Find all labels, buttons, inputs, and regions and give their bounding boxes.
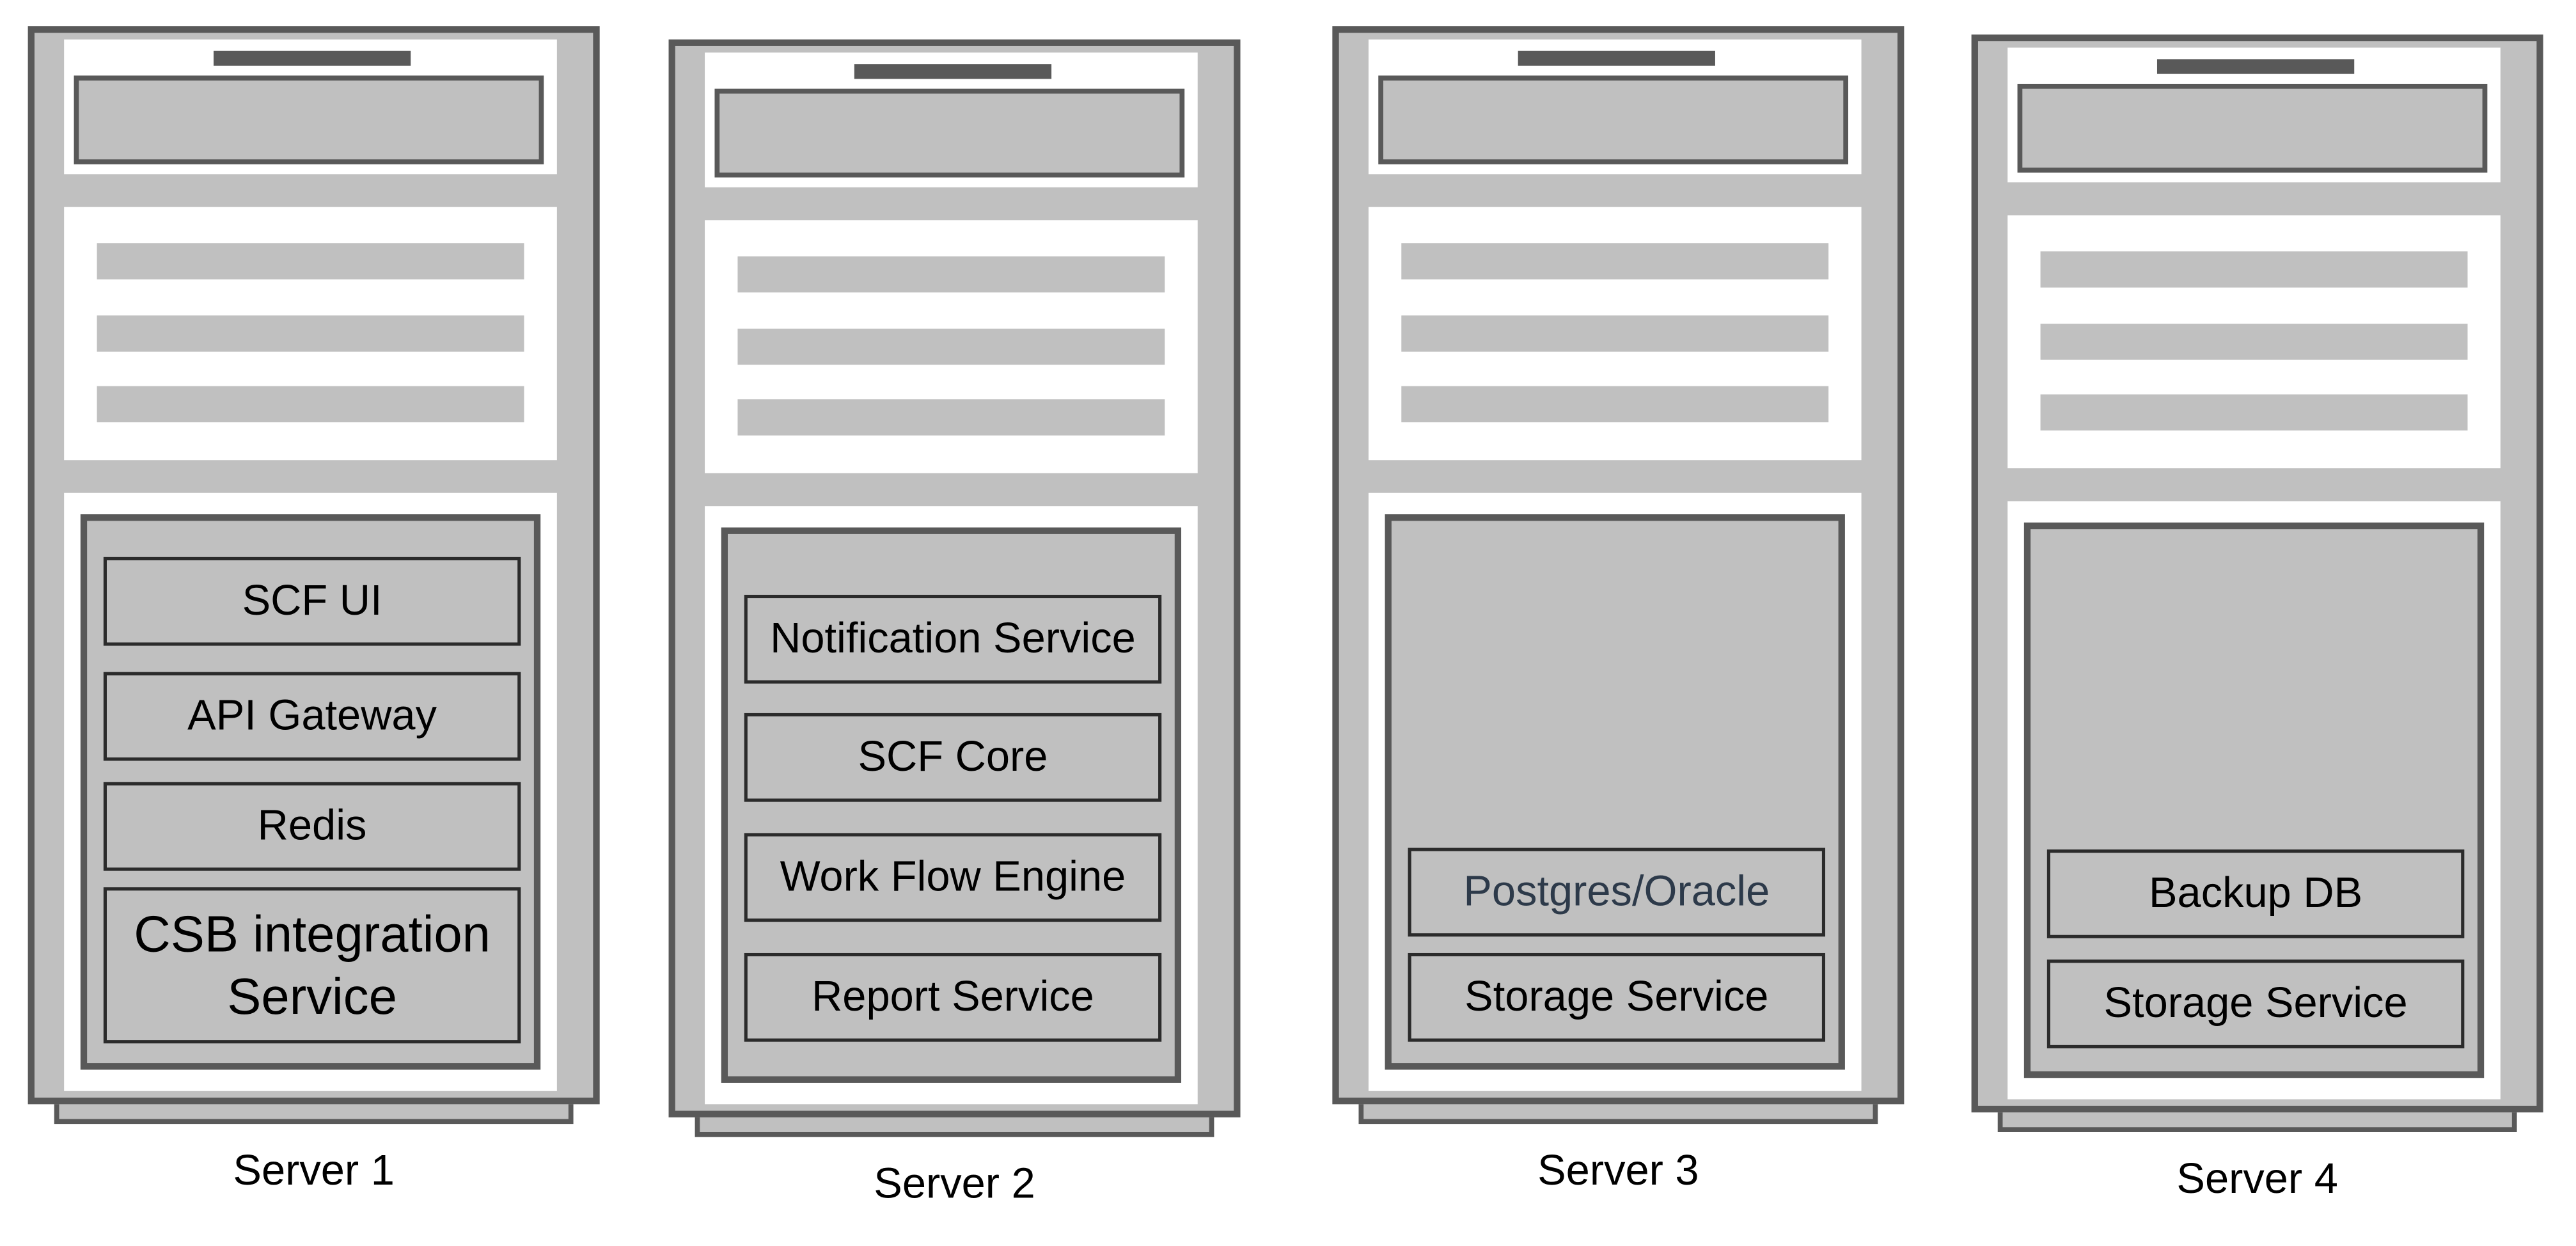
handle-bar bbox=[1518, 51, 1715, 66]
vent-slot bbox=[2040, 324, 2468, 360]
vent-slot bbox=[97, 315, 524, 352]
services-panel: SCF UI API Gateway Redis CSB integration… bbox=[64, 493, 557, 1091]
services-panel: Notification Service SCF Core Work Flow … bbox=[705, 506, 1198, 1105]
services-panel: Backup DB Storage Service bbox=[2007, 501, 2501, 1100]
service-box-csb-integration: CSB integration Service bbox=[103, 887, 521, 1044]
service-box-redis: Redis bbox=[103, 782, 521, 871]
vent-slot bbox=[2040, 251, 2468, 288]
vent-slot bbox=[737, 256, 1165, 293]
vent-slot bbox=[1401, 243, 1829, 280]
server-label: Server 2 bbox=[874, 1158, 1035, 1208]
vent-slot bbox=[97, 243, 524, 280]
server-1: SCF UI API Gateway Redis CSB integration… bbox=[27, 26, 603, 1195]
server-cabinet: Notification Service SCF Core Work Flow … bbox=[668, 39, 1241, 1117]
server-2: Notification Service SCF Core Work Flow … bbox=[668, 39, 1244, 1208]
server-cabinet: Backup DB Storage Service bbox=[1971, 34, 2543, 1113]
service-box-scf-core: SCF Core bbox=[744, 713, 1162, 802]
vent-slot bbox=[97, 386, 524, 423]
vent-slot bbox=[1401, 315, 1829, 352]
service-box-report: Report Service bbox=[744, 952, 1162, 1042]
vent-slot bbox=[2040, 394, 2468, 431]
drive-bay bbox=[2017, 84, 2488, 173]
server-label: Server 3 bbox=[1537, 1145, 1699, 1195]
service-box-backup-db: Backup DB bbox=[2046, 849, 2465, 938]
services-panel: Postgres/Oracle Storage Service bbox=[1368, 493, 1862, 1091]
server-cabinet: SCF UI API Gateway Redis CSB integration… bbox=[27, 26, 600, 1105]
drive-bay bbox=[714, 88, 1185, 178]
vent-panel bbox=[1368, 207, 1862, 461]
drive-bay bbox=[74, 75, 544, 164]
server-label: Server 4 bbox=[2176, 1153, 2338, 1203]
handle-bar bbox=[854, 64, 1052, 79]
server-top-panel bbox=[64, 39, 557, 175]
server-top-panel bbox=[1368, 39, 1862, 175]
handle-bar bbox=[213, 51, 411, 66]
server-3: Postgres/Oracle Storage Service Server 3 bbox=[1332, 26, 1907, 1195]
service-box-api-gateway: API Gateway bbox=[103, 672, 521, 761]
vent-slot bbox=[1401, 386, 1829, 423]
service-group: Backup DB Storage Service bbox=[2023, 522, 2485, 1078]
vent-panel bbox=[64, 207, 557, 461]
vent-slot bbox=[737, 399, 1165, 436]
service-box-scf-ui: SCF UI bbox=[103, 556, 521, 646]
service-group: SCF UI API Gateway Redis CSB integration… bbox=[80, 514, 541, 1070]
server-top-panel bbox=[705, 52, 1198, 187]
handle-bar bbox=[2156, 59, 2355, 74]
drive-bay bbox=[1378, 75, 1849, 164]
service-group: Postgres/Oracle Storage Service bbox=[1385, 514, 1845, 1070]
service-box-storage: Storage Service bbox=[2046, 959, 2465, 1048]
server-cabinet: Postgres/Oracle Storage Service bbox=[1332, 26, 1905, 1105]
service-group: Notification Service SCF Core Work Flow … bbox=[721, 527, 1182, 1083]
server-4: Backup DB Storage Service Server 4 bbox=[1971, 34, 2547, 1203]
server-top-panel bbox=[2007, 47, 2501, 183]
vent-slot bbox=[737, 328, 1165, 365]
vent-panel bbox=[2007, 215, 2501, 469]
service-box-storage: Storage Service bbox=[1408, 952, 1826, 1042]
vent-panel bbox=[705, 220, 1198, 473]
service-box-workflow-engine: Work Flow Engine bbox=[744, 833, 1162, 922]
service-box-notification: Notification Service bbox=[744, 594, 1162, 684]
service-box-postgres-oracle: Postgres/Oracle bbox=[1408, 848, 1826, 937]
server-label: Server 1 bbox=[233, 1145, 395, 1195]
